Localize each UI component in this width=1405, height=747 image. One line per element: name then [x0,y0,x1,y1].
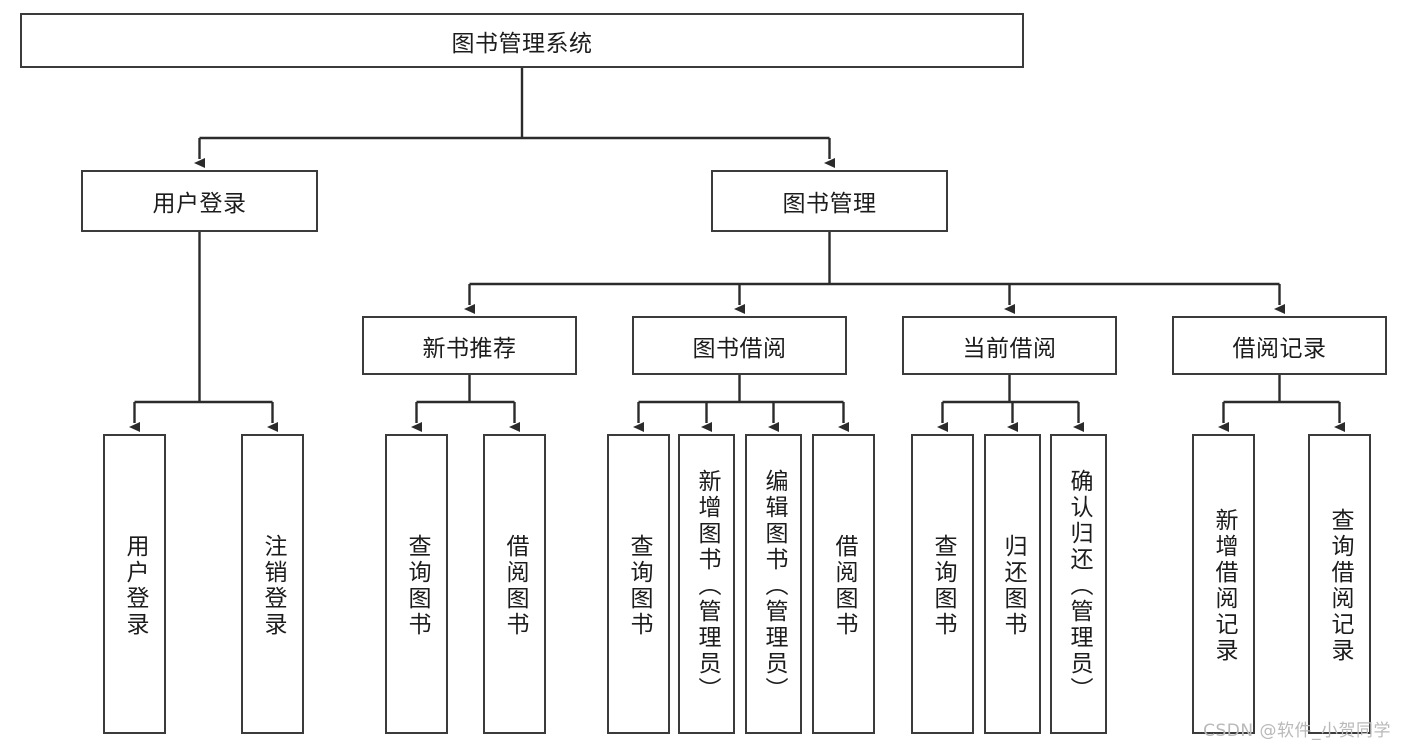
node-current[interactable]: 当前借阅 [902,316,1117,375]
node-label: 查询图书 [404,534,430,638]
node-leaf-cu-return[interactable]: 归还图书 [984,434,1041,734]
node-label: 借阅图书 [831,534,857,638]
node-label: 新增借阅记录 [1211,508,1237,664]
node-root[interactable]: 图书管理系统 [20,13,1024,68]
node-leaf-bo-borrow[interactable]: 借阅图书 [812,434,875,734]
node-leaf-cu-query[interactable]: 查询图书 [911,434,974,734]
node-label: 图书管理 [782,191,877,217]
node-leaf-bo-query[interactable]: 查询图书 [607,434,670,734]
node-borrow[interactable]: 图书借阅 [632,316,847,375]
node-leaf-user-logout[interactable]: 注销登录 [241,434,304,734]
node-label: 注销登录 [260,534,286,638]
node-label: 借阅图书 [502,534,528,638]
node-label: 编辑图书（管理员） [761,469,787,703]
node-label: 归还图书 [1000,534,1026,638]
node-records[interactable]: 借阅记录 [1172,316,1387,375]
node-label: 借阅记录 [1232,335,1327,362]
watermark-label: CSDN @软件_小贺同学 [1203,721,1391,741]
node-bookmgmt[interactable]: 图书管理 [711,170,948,232]
node-leaf-nb-borrow[interactable]: 借阅图书 [483,434,546,734]
node-label: 当前借阅 [962,335,1057,362]
node-label: 确认归还（管理员） [1066,469,1092,703]
node-leaf-rc-add[interactable]: 新增借阅记录 [1192,434,1255,734]
node-login[interactable]: 用户登录 [81,170,318,232]
node-label: 查询借阅记录 [1327,508,1353,664]
node-label: 图书管理系统 [451,30,593,57]
node-leaf-bo-add[interactable]: 新增图书（管理员） [678,434,735,734]
node-leaf-user-login[interactable]: 用户登录 [103,434,166,734]
node-leaf-rc-query[interactable]: 查询借阅记录 [1308,434,1371,734]
node-newbook[interactable]: 新书推荐 [362,316,577,375]
node-leaf-bo-edit[interactable]: 编辑图书（管理员） [745,434,802,734]
node-label: 查询图书 [626,534,652,638]
node-label: 用户登录 [122,534,148,638]
node-label: 用户登录 [152,191,247,217]
node-leaf-cu-confirm[interactable]: 确认归还（管理员） [1050,434,1107,734]
node-label: 查询图书 [930,534,956,638]
node-label: 图书借阅 [692,335,787,362]
node-label: 新书推荐 [422,335,517,362]
node-leaf-nb-query[interactable]: 查询图书 [385,434,448,734]
node-label: 新增图书（管理员） [694,469,720,703]
